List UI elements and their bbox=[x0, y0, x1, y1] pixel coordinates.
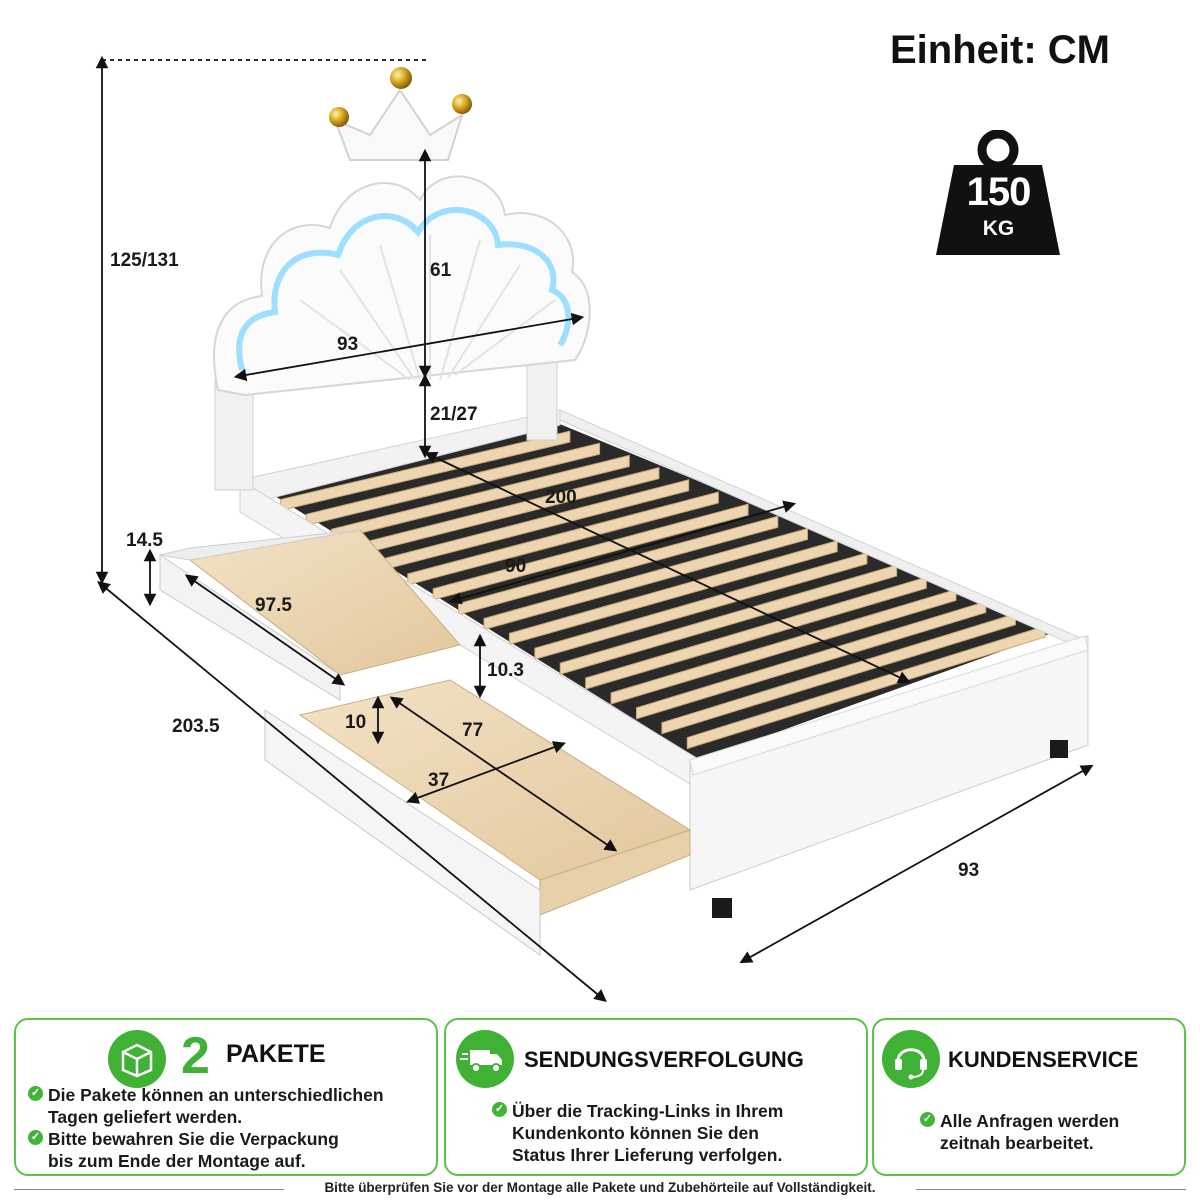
tracking-line: Status Ihrer Lieferung verfolgen. bbox=[512, 1145, 783, 1165]
tracking-title: SENDUNGSVERFOLGUNG bbox=[524, 1047, 804, 1072]
bed-foot bbox=[712, 898, 732, 918]
product-diagram: 125/131 93 61 21/27 200 90 14.5 97.5 10.… bbox=[95, 28, 1110, 1003]
tracking-line: Kundenkonto können Sie den bbox=[512, 1123, 759, 1143]
dim-drawer-inner-width: 37 bbox=[428, 770, 450, 791]
packages-count: 2 bbox=[181, 1027, 210, 1085]
footboard-top bbox=[689, 635, 1089, 776]
dim-line-headboard-width bbox=[233, 312, 585, 382]
footer-divider bbox=[916, 1189, 1186, 1190]
packages-line: bis zum Ende der Montage auf. bbox=[48, 1151, 306, 1171]
dim-headboard-height: 61 bbox=[430, 260, 452, 281]
dim-total-height: 125/131 bbox=[110, 250, 179, 271]
dim-bed-length: 200 bbox=[545, 487, 577, 508]
dim-line-total-length bbox=[97, 580, 607, 1003]
bed-foot bbox=[1050, 740, 1068, 758]
unit-label: Einheit: CM bbox=[890, 28, 1110, 72]
footer-divider bbox=[14, 1189, 284, 1190]
weight-unit: KG bbox=[982, 217, 1015, 240]
bed-illustration bbox=[95, 55, 1094, 1003]
service-line: zeitnah bearbeitet. bbox=[940, 1133, 1094, 1153]
dim-drawer-height: 14.5 bbox=[126, 530, 163, 551]
info-box-packages: 2 PAKETE ✓ Die Pakete können an untersch… bbox=[14, 1018, 438, 1176]
weight-badge: 150 KG bbox=[936, 129, 1061, 260]
dim-headboard-width: 93 bbox=[337, 334, 359, 355]
drawer-back-side bbox=[159, 529, 361, 561]
dimension-lines bbox=[95, 55, 1094, 1003]
check-icon: ✓ bbox=[920, 1112, 935, 1127]
footer-note: Bitte überprüfen Sie vor der Montage all… bbox=[324, 1180, 876, 1195]
info-box-tracking: SENDUNGSVERFOLGUNG ✓ Über die Tracking-L… bbox=[444, 1018, 868, 1176]
headset-icon bbox=[882, 1030, 940, 1088]
headboard-led bbox=[236, 206, 572, 371]
dim-headboard-gap: 21/27 bbox=[430, 404, 478, 425]
packages-line: Die Pakete können an unterschiedlichen bbox=[48, 1085, 384, 1105]
dim-drawer-inner-length: 77 bbox=[462, 720, 484, 741]
crown-ball bbox=[452, 94, 472, 114]
dim-total-width: 93 bbox=[958, 860, 980, 881]
service-line: Alle Anfragen werden bbox=[940, 1111, 1120, 1131]
packages-line: Bitte bewahren Sie die Verpackung bbox=[48, 1129, 339, 1149]
packages-title: PAKETE bbox=[226, 1040, 326, 1068]
weight-icon bbox=[936, 129, 1060, 255]
crown bbox=[333, 88, 464, 161]
weight-value: 150 bbox=[966, 170, 1032, 214]
dim-line-total-width bbox=[739, 764, 1094, 964]
delivery-truck-icon bbox=[456, 1030, 514, 1088]
dim-mattress-width: 90 bbox=[505, 556, 527, 577]
check-icon: ✓ bbox=[28, 1130, 43, 1145]
info-box-service: KUNDENSERVICE ✓ Alle Anfragen werden zei… bbox=[872, 1018, 1186, 1176]
dim-total-length: 203.5 bbox=[172, 716, 220, 737]
check-icon: ✓ bbox=[28, 1086, 43, 1101]
dim-drawer-inner-height: 10 bbox=[345, 712, 367, 733]
tracking-line: Über die Tracking-Links in Ihrem bbox=[512, 1101, 784, 1121]
service-title: KUNDENSERVICE bbox=[948, 1047, 1139, 1072]
package-icon bbox=[108, 1030, 166, 1088]
headboard-post-right bbox=[526, 359, 558, 441]
dim-frame-clearance: 10.3 bbox=[487, 660, 524, 681]
check-icon: ✓ bbox=[492, 1102, 507, 1117]
crown-ball bbox=[329, 107, 349, 127]
packages-line: Tagen geliefert werden. bbox=[48, 1107, 243, 1127]
dim-drawer-length: 97.5 bbox=[255, 595, 292, 616]
headboard-post-left bbox=[214, 379, 254, 491]
crown-ball bbox=[390, 67, 412, 89]
bed-slat bbox=[686, 625, 1046, 750]
